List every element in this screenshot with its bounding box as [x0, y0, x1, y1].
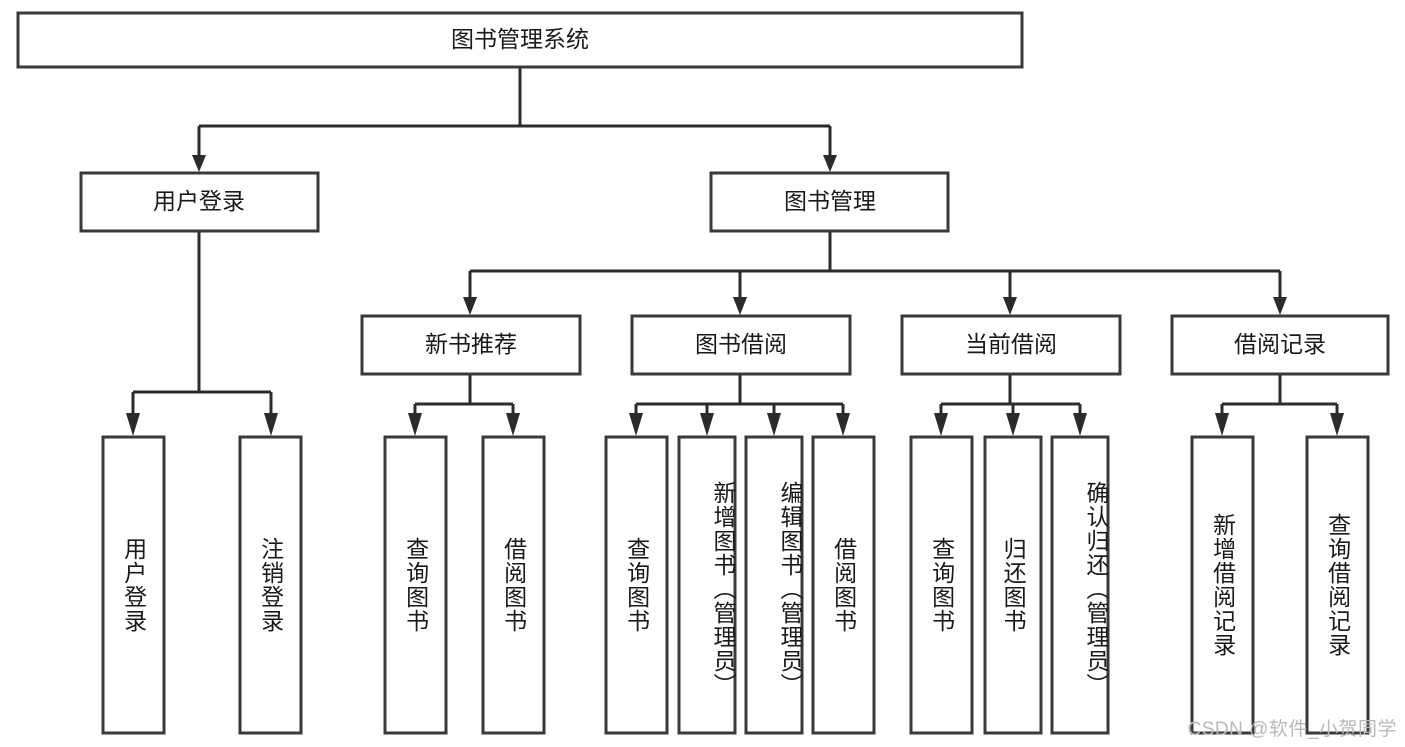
node-current-borrow[interactable] [900, 314, 1122, 376]
arrow-root-to-user-login [192, 155, 206, 172]
arrow-to-leaf-query-book-c [934, 413, 948, 436]
node-leaf-query-book-b[interactable] [604, 435, 669, 735]
node-root[interactable] [16, 11, 1024, 69]
arrow-to-current-borrow [1003, 297, 1017, 315]
arrow-to-leaf-confirm-return [1073, 413, 1087, 436]
node-leaf-query-book-c[interactable] [909, 435, 974, 735]
arrow-to-book-borrow [733, 297, 747, 315]
arrow-to-leaf-borrow-book-b [836, 413, 850, 436]
node-new-book-recommend-label: 新书推荐 [425, 331, 517, 357]
node-leaf-query-record[interactable] [1305, 435, 1370, 735]
node-root-label: 图书管理系统 [451, 26, 589, 52]
arrow-to-leaf-user-login [126, 413, 140, 436]
arrow-to-leaf-logout [264, 413, 278, 436]
node-leaf-add-book[interactable] [677, 435, 737, 735]
node-new-book-recommend[interactable] [360, 314, 582, 376]
node-book-borrow[interactable] [630, 314, 852, 376]
node-user-login-label: 用户登录 [153, 188, 245, 214]
arrow-to-leaf-query-book-a [408, 413, 422, 436]
node-leaf-borrow-book-a[interactable] [481, 435, 546, 735]
arrow-to-leaf-query-book-b [629, 413, 643, 436]
node-leaf-edit-book[interactable] [744, 435, 804, 735]
node-layer: 图书管理系统 用户登录 图书管理 新书推荐 图书借阅 当前借阅 借阅记录 [16, 11, 1390, 735]
arrow-to-new-book-rec [463, 297, 477, 315]
arrow-to-leaf-return-book [1006, 413, 1020, 436]
node-book-management-label: 图书管理 [784, 188, 876, 214]
arrow-to-leaf-add-book [700, 413, 714, 436]
node-book-borrow-label: 图书借阅 [695, 331, 787, 357]
node-leaf-user-login[interactable] [101, 435, 166, 735]
csdn-watermark: CSDN @软件_小贺同学 [1187, 719, 1397, 740]
arrow-to-leaf-query-record [1330, 413, 1344, 436]
node-leaf-logout[interactable] [238, 435, 303, 735]
node-leaf-add-record[interactable] [1190, 435, 1255, 735]
node-user-login[interactable] [79, 171, 320, 233]
arrow-root-to-book-mgmt [823, 155, 837, 172]
node-leaf-return-book[interactable] [983, 435, 1043, 735]
node-leaf-query-book-a[interactable] [383, 435, 448, 735]
node-borrow-record[interactable] [1170, 314, 1390, 376]
node-leaf-borrow-book-b[interactable] [811, 435, 876, 735]
node-book-management[interactable] [709, 171, 950, 233]
node-borrow-record-label: 借阅记录 [1234, 331, 1326, 357]
arrow-to-leaf-add-record [1215, 413, 1229, 436]
connector-layer [126, 67, 1344, 436]
node-leaf-confirm-return[interactable] [1050, 435, 1110, 735]
node-current-borrow-label: 当前借阅 [965, 331, 1057, 357]
arrow-to-leaf-borrow-book-a [506, 413, 520, 436]
arrow-to-leaf-edit-book [767, 413, 781, 436]
arrow-to-borrow-record [1273, 297, 1287, 315]
